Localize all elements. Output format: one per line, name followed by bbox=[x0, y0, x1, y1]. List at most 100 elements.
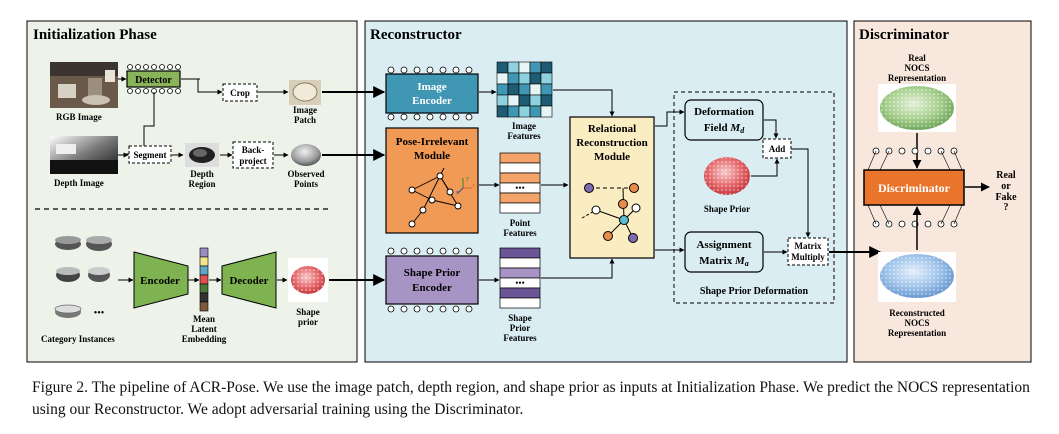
depth-region bbox=[185, 143, 219, 167]
real-nocs-label-3: Representation bbox=[888, 73, 946, 83]
figure-caption: Figure 2. The pipeline of ACR-Pose. We u… bbox=[32, 379, 1030, 418]
assignment-matrix-label-1: Assignment bbox=[696, 239, 751, 251]
image-encoder-label-2: Encoder bbox=[412, 95, 452, 107]
point-features-label-2: Features bbox=[503, 228, 537, 238]
real-or-fake-4: ? bbox=[1004, 202, 1009, 213]
detector-label: Detector bbox=[135, 75, 172, 86]
relational-label-2: Reconstruction bbox=[576, 137, 648, 149]
mean-latent-label-1: Mean bbox=[193, 314, 215, 324]
discriminator-ports bbox=[872, 147, 958, 228]
deformation-field-label-1: Deformation bbox=[694, 106, 754, 118]
image-features-grid bbox=[496, 61, 553, 118]
image-encoder-box bbox=[385, 73, 479, 114]
depth-region-label-2: Region bbox=[189, 179, 216, 189]
image-patch bbox=[289, 80, 321, 105]
pose-irrelevant-label-1: Pose-Irrelevant bbox=[396, 136, 469, 148]
shape-prior-deformation-label: Shape Prior Deformation bbox=[700, 286, 809, 297]
relational-label-1: Relational bbox=[588, 123, 636, 135]
image-encoder-ports bbox=[387, 66, 473, 121]
matrix-multiply-label-2: Multiply bbox=[791, 252, 825, 262]
mean-latent-label-3: Embedding bbox=[182, 334, 227, 344]
recon-nocs-image bbox=[878, 252, 956, 302]
image-patch-label-2: Patch bbox=[294, 115, 316, 125]
recon-nocs-label-3: Representation bbox=[888, 328, 946, 338]
deformation-field-label-2: Field Md bbox=[704, 122, 745, 135]
relational-graph bbox=[581, 183, 641, 243]
shape-prior-features-label-3: Features bbox=[503, 333, 537, 343]
shape-encoder-box bbox=[385, 255, 479, 305]
shape-encoder-ports bbox=[387, 247, 473, 313]
discriminator-box bbox=[863, 169, 965, 206]
depth-image bbox=[50, 136, 118, 174]
shape-prior-deformation-box bbox=[673, 91, 835, 304]
image-encoder-label-1: Image bbox=[417, 81, 446, 93]
category-instances bbox=[54, 236, 112, 318]
shape-prior-features-label-1: Shape bbox=[508, 313, 532, 323]
relational-label-3: Module bbox=[594, 151, 630, 163]
image-patch-label-1: Image bbox=[293, 105, 317, 115]
real-nocs-label-2: NOCS bbox=[904, 63, 929, 73]
shape-prior-features-label-2: Prior bbox=[510, 323, 531, 333]
detector-ports bbox=[127, 64, 181, 94]
segment-label: Segment bbox=[134, 150, 167, 160]
rgb-image-label: RGB Image bbox=[56, 112, 102, 122]
init-title: Initialization Phase bbox=[33, 27, 157, 43]
point-features-label-1: Point bbox=[510, 218, 531, 228]
init-shape-prior-label-2: prior bbox=[298, 317, 318, 327]
matrix-multiply-box bbox=[787, 237, 829, 266]
real-nocs-image bbox=[878, 84, 956, 132]
backproject-label-2: project bbox=[239, 156, 266, 166]
svg-text:y: y bbox=[466, 176, 469, 182]
observed-points bbox=[291, 144, 321, 166]
real-or-fake-2: or bbox=[1001, 181, 1011, 192]
shape-prior-features-stack bbox=[499, 247, 541, 309]
shape-prior-features-ellipsis: ••• bbox=[515, 278, 524, 288]
ae-decoder-label: Decoder bbox=[229, 275, 268, 287]
mean-latent-label-2: Latent bbox=[191, 324, 217, 334]
matrix-multiply-label-1: Matrix bbox=[795, 241, 822, 251]
real-or-fake-1: Real bbox=[996, 170, 1016, 181]
crop-box bbox=[222, 83, 258, 102]
backproject-box bbox=[232, 141, 274, 169]
observed-points-label-1: Observed bbox=[288, 169, 325, 179]
ae-decoder bbox=[221, 251, 277, 309]
category-ellipsis: ••• bbox=[94, 308, 105, 319]
init-shape-prior-label-1: Shape bbox=[296, 307, 320, 317]
point-features-stack bbox=[499, 152, 541, 214]
init-shape-prior bbox=[288, 258, 328, 302]
disc-title: Discriminator bbox=[859, 27, 949, 43]
assignment-matrix-box bbox=[684, 231, 764, 273]
rgb-image bbox=[50, 62, 118, 108]
detector-box bbox=[126, 70, 181, 88]
deformation-shape-prior-label: Shape Prior bbox=[704, 204, 750, 214]
discriminator-label: Discriminator bbox=[878, 181, 951, 195]
ae-encoder bbox=[133, 251, 189, 309]
real-nocs-label-1: Real bbox=[908, 53, 926, 63]
image-features-label-1: Image bbox=[512, 121, 536, 131]
axes-icon: y x z bbox=[456, 176, 475, 196]
pipeline-figure: Initialization Phase Reconstructor Discr… bbox=[26, 20, 1032, 363]
image-features-label-2: Features bbox=[507, 131, 541, 141]
assignment-matrix-label-2: Matrix Ma bbox=[699, 255, 749, 268]
shape-encoder-label-2: Encoder bbox=[412, 282, 452, 294]
depth-image-label: Depth Image bbox=[54, 178, 104, 188]
shape-encoder-label-1: Shape Prior bbox=[404, 267, 461, 279]
latent-embedding bbox=[199, 247, 209, 312]
backproject-label-1: Back- bbox=[242, 145, 265, 155]
crop-label: Crop bbox=[230, 88, 250, 98]
ae-encoder-label: Encoder bbox=[140, 275, 180, 287]
depth-region-label-1: Depth bbox=[190, 169, 214, 179]
real-or-fake-3: Fake bbox=[995, 192, 1017, 203]
pose-irrelevant-label-2: Module bbox=[414, 150, 450, 162]
recon-nocs-label-2: NOCS bbox=[904, 318, 929, 328]
deformation-shape-prior bbox=[704, 157, 750, 195]
recon-nocs-label-1: Reconstructed bbox=[889, 308, 945, 318]
discriminator-links bbox=[867, 150, 963, 225]
svg-text:z: z bbox=[456, 190, 459, 196]
point-features-ellipsis: ••• bbox=[515, 183, 524, 193]
category-instances-label: Category Instances bbox=[41, 334, 115, 344]
add-label: Add bbox=[769, 144, 786, 154]
recon-title: Reconstructor bbox=[370, 27, 462, 43]
observed-points-label-2: Points bbox=[294, 179, 319, 189]
svg-text:x: x bbox=[472, 183, 475, 189]
